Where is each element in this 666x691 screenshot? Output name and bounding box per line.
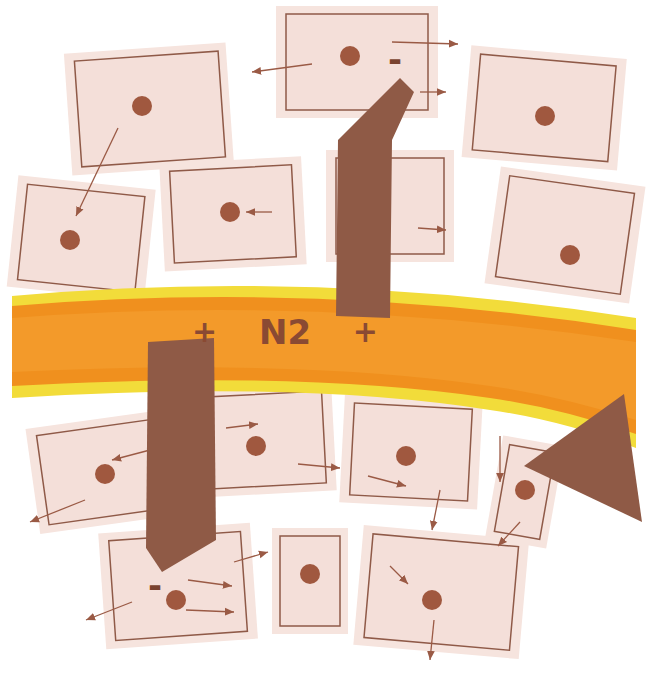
minus-sign: - (388, 42, 402, 76)
minus-sign: - (148, 568, 162, 602)
band-text: N2 (259, 315, 311, 349)
band-text: + (353, 317, 378, 347)
band-text: + (192, 317, 217, 347)
nerve-band: + N2 + (192, 306, 378, 358)
